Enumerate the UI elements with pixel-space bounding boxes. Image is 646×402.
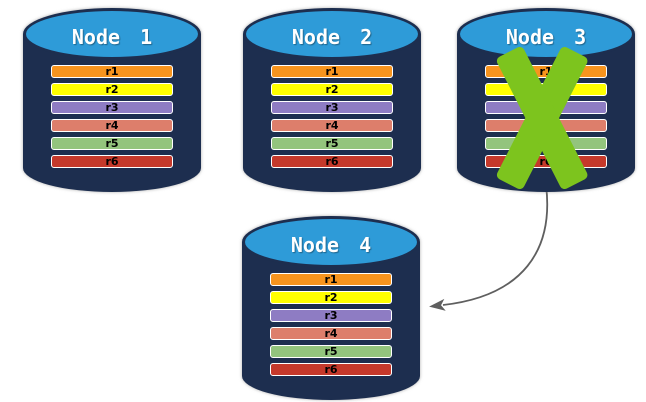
replica-bar-r2: r2 [270, 291, 392, 304]
failover-arrow-path [429, 184, 548, 311]
cylinder-top [457, 8, 635, 60]
cylinder-top [243, 8, 421, 60]
replica-bar-r1: r1 [51, 65, 173, 78]
replica-bar-r3: r3 [270, 309, 392, 322]
replica-bar-r3: r3 [51, 101, 173, 114]
replica-bar-r6: r6 [270, 363, 392, 376]
cylinder-top [242, 216, 420, 268]
node-title: Node 1 [71, 25, 153, 49]
failure-x-icon [494, 45, 590, 191]
node-2-cylinder: Node 2 r1 r2 r3 r4 r5 r6 [243, 8, 421, 192]
node-title: Node 3 [505, 25, 587, 49]
replica-bar-r6: r6 [271, 155, 393, 168]
replica-bar-r5: r5 [51, 137, 173, 150]
replica-bar-r1: r1 [271, 65, 393, 78]
node-title: Node 2 [291, 25, 373, 49]
replica-bar-r3: r3 [271, 101, 393, 114]
replica-bar-r2: r2 [51, 83, 173, 96]
replica-list: r1 r2 r3 r4 r5 r6 [51, 65, 173, 173]
cylinder-top [23, 8, 201, 60]
replica-bar-r5: r5 [270, 345, 392, 358]
node-title: Node 4 [290, 233, 372, 257]
replica-bar-r4: r4 [270, 327, 392, 340]
replica-bar-r5: r5 [271, 137, 393, 150]
replica-bar-r4: r4 [271, 119, 393, 132]
replica-list: r1 r2 r3 r4 r5 r6 [271, 65, 393, 173]
node-1-cylinder: Node 1 r1 r2 r3 r4 r5 r6 [23, 8, 201, 192]
replica-bar-r2: r2 [271, 83, 393, 96]
replica-bar-r4: r4 [51, 119, 173, 132]
replica-list: r1 r2 r3 r4 r5 r6 [270, 273, 392, 381]
replica-bar-r1: r1 [270, 273, 392, 286]
replica-bar-r6: r6 [51, 155, 173, 168]
node-4-cylinder: Node 4 r1 r2 r3 r4 r5 r6 [242, 216, 420, 400]
